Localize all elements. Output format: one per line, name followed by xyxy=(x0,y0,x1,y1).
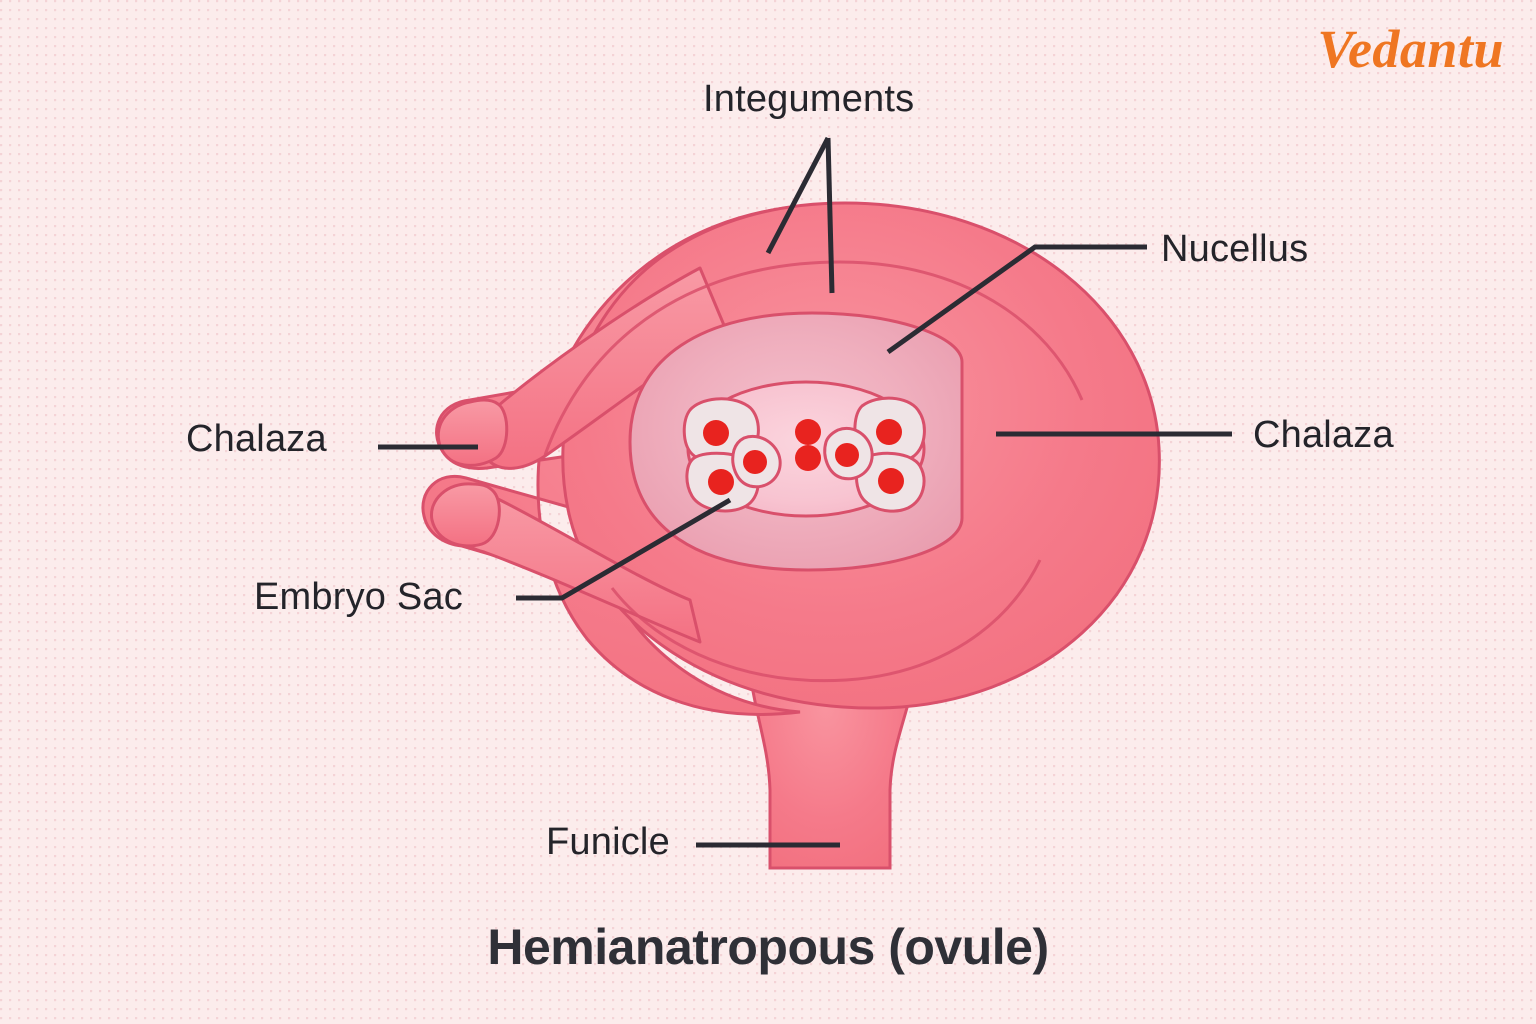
antipodal-group xyxy=(823,396,926,513)
leader-line-integument-outer xyxy=(765,136,831,255)
leader-lines-group xyxy=(378,136,1232,848)
ovule-body-group xyxy=(421,201,1161,870)
label-embryo-sac: Embryo Sac xyxy=(254,576,463,618)
inner-integument-arc-lower xyxy=(610,559,1042,683)
antipodal-nucleus xyxy=(835,443,859,467)
synergid-nucleus xyxy=(743,450,767,474)
antipodal-nucleus xyxy=(876,419,902,445)
antipodal-nucleus xyxy=(878,468,904,494)
label-chalaza-left: Chalaza xyxy=(186,418,327,460)
egg-apparatus-group xyxy=(682,397,782,513)
leader-line-integument-inner xyxy=(825,137,835,294)
label-chalaza-right: Chalaza xyxy=(1253,414,1394,456)
label-nucellus: Nucellus xyxy=(1161,228,1309,270)
leader-line-embryo-sac xyxy=(516,497,732,601)
polar-nucleus xyxy=(795,419,821,445)
polar-nucleus xyxy=(795,445,821,471)
egg-nucleus xyxy=(703,420,729,446)
page-title: Hemianatropous (ovule) xyxy=(487,919,1049,975)
label-funicle: Funicle xyxy=(546,821,670,863)
vedantu-logo: Vedantu xyxy=(1317,19,1504,79)
label-integuments: Integuments xyxy=(703,78,915,120)
integument-lobe-lower-tip xyxy=(430,482,501,548)
egg-nucleus xyxy=(708,469,734,495)
leader-line-nucellus xyxy=(886,244,1147,355)
